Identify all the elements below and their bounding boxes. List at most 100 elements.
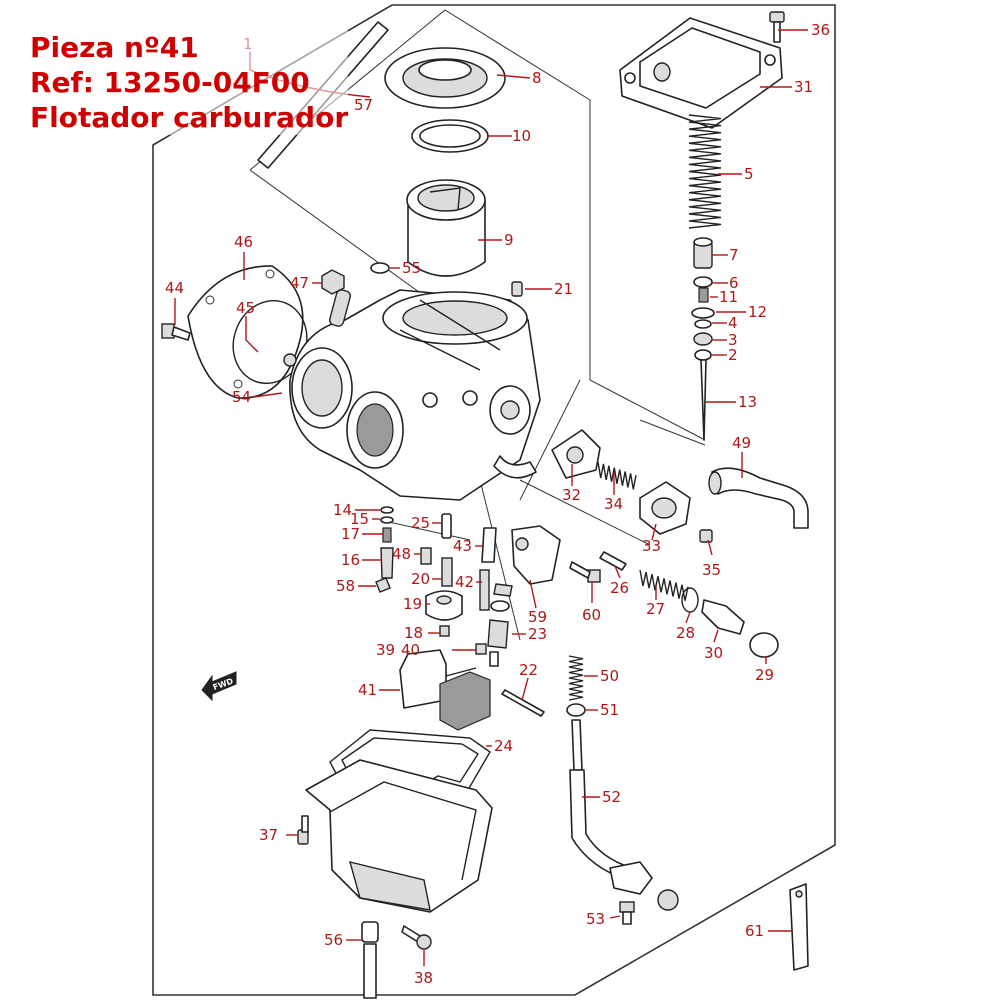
callout-21: 21 xyxy=(554,280,573,298)
callout-27: 27 xyxy=(646,600,665,618)
callout-10: 10 xyxy=(512,127,531,145)
part-60-screw xyxy=(569,561,601,583)
part-3-seat xyxy=(693,332,713,346)
callout-19: 19 xyxy=(403,595,422,613)
part-39-40-jet xyxy=(475,643,499,667)
part-11-spring xyxy=(698,287,709,303)
part-20-needle-jet xyxy=(441,557,453,587)
part-43-tube xyxy=(481,527,497,563)
callout-43: 43 xyxy=(453,537,472,555)
callout-26: 26 xyxy=(610,579,629,597)
part-17-spring xyxy=(382,527,392,543)
callout-45: 45 xyxy=(236,299,255,317)
part-12-clip xyxy=(691,307,715,319)
callout-49: 49 xyxy=(732,434,751,452)
callout-5: 5 xyxy=(744,165,754,183)
part-16-screw xyxy=(380,547,394,579)
callout-20: 20 xyxy=(411,570,430,588)
top-group-frame xyxy=(249,9,706,501)
callout-53: 53 xyxy=(586,910,605,928)
callout-2: 2 xyxy=(728,346,738,364)
part-2-washer xyxy=(694,349,712,361)
callout-47: 47 xyxy=(290,274,309,292)
callout-22: 22 xyxy=(519,661,538,679)
part-18-jet xyxy=(439,625,450,637)
callout-7: 7 xyxy=(729,246,739,264)
callout-36: 36 xyxy=(811,21,830,39)
part-37-screw xyxy=(297,815,309,845)
callout-51: 51 xyxy=(600,701,619,719)
part-55-oring xyxy=(370,262,390,274)
part-34-spring xyxy=(597,461,637,490)
part-number-title: Pieza nº41 xyxy=(30,31,199,64)
callout-14: 14 xyxy=(333,501,352,519)
part-7-holder xyxy=(693,237,713,269)
part-61-bracket xyxy=(789,883,809,971)
callout-31: 31 xyxy=(794,78,813,96)
fwd-arrow-icon: FWD xyxy=(201,671,237,702)
callout-44: 44 xyxy=(165,279,184,297)
part-30-screw xyxy=(701,599,745,635)
callout-28: 28 xyxy=(676,624,695,642)
callout-41: 41 xyxy=(358,681,377,699)
callout-30: 30 xyxy=(704,644,723,662)
part-33-valve xyxy=(639,481,691,535)
part-58-jet xyxy=(375,577,391,593)
part-14-oring xyxy=(380,506,394,514)
part-13-needle xyxy=(700,359,707,441)
part-53-screw xyxy=(619,901,635,925)
callout-13: 13 xyxy=(738,393,757,411)
part-50-spring xyxy=(568,655,584,701)
part-8-diaphragm xyxy=(384,47,506,109)
callout-57: 57 xyxy=(354,96,373,114)
float-bowl xyxy=(305,759,493,913)
part-35-screw xyxy=(699,529,713,543)
part-47-nut xyxy=(321,269,345,295)
callout-15: 15 xyxy=(350,510,369,528)
callout-18: 18 xyxy=(404,624,423,642)
callout-58: 58 xyxy=(336,577,355,595)
callout-25: 25 xyxy=(411,514,430,532)
callout-50: 50 xyxy=(600,667,619,685)
part-description: Flotador carburador xyxy=(30,101,349,134)
part-22-pin xyxy=(501,689,545,717)
diagram-frame xyxy=(152,4,836,996)
part-25-jet xyxy=(441,513,452,539)
part-5-spring xyxy=(688,114,722,229)
carburetor-body xyxy=(283,289,541,501)
callout-leaders xyxy=(174,29,808,966)
callout-60: 60 xyxy=(582,606,601,624)
part-51-washer xyxy=(566,703,586,717)
callout-52: 52 xyxy=(602,788,621,806)
part-31-cover xyxy=(619,17,783,129)
callout-39: 39 xyxy=(376,641,395,659)
callout-3: 3 xyxy=(728,331,738,349)
part-4-washer xyxy=(694,319,712,329)
callout-numbers: 1 2 3 4 5 6 7 8 9 10 11 12 13 14 15 16 1… xyxy=(165,21,830,987)
callout-34: 34 xyxy=(604,495,623,513)
callout-40: 40 xyxy=(401,641,420,659)
part-reference: Ref: 13250-04F00 xyxy=(30,66,310,99)
callout-12: 12 xyxy=(748,303,767,321)
callout-35: 35 xyxy=(702,561,721,579)
callout-37: 37 xyxy=(259,826,278,844)
callout-46: 46 xyxy=(234,233,253,251)
callout-11: 11 xyxy=(719,288,738,306)
part-48-jet xyxy=(420,547,432,565)
callout-23: 23 xyxy=(528,625,547,643)
part-59-bracket xyxy=(511,525,561,585)
part-38-screw xyxy=(401,925,432,950)
part-44-bolt xyxy=(161,323,191,341)
callout-42: 42 xyxy=(455,573,474,591)
callout-56: 56 xyxy=(324,931,343,949)
callout-9: 9 xyxy=(504,231,514,249)
callout-32: 32 xyxy=(562,486,581,504)
part-10-ring xyxy=(411,119,489,153)
callout-24: 24 xyxy=(494,737,513,755)
part-6-washer xyxy=(693,276,713,288)
callout-61: 61 xyxy=(745,922,764,940)
callout-17: 17 xyxy=(341,525,360,543)
part-52-drain-tube xyxy=(569,719,633,881)
part-15-washer xyxy=(380,516,394,524)
